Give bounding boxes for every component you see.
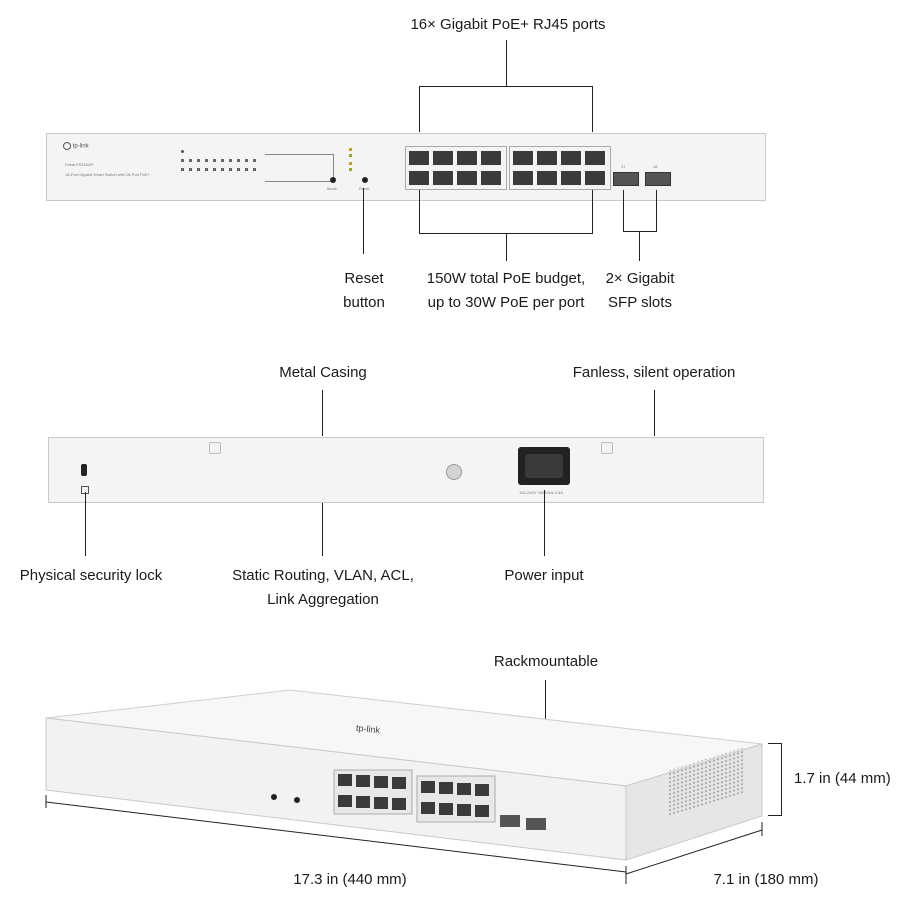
sfp-bracket [623,231,657,232]
rj45-port[interactable] [409,171,429,185]
depth-callout: 7.1 in (180 mm) [713,871,819,888]
fanless-callout: Fanless, silent operation [572,364,736,381]
reset-leader [363,188,364,254]
security-lock-callout: Physical security lock [19,567,163,584]
height-bracket-side [781,743,782,815]
features-callout-line2: Link Aggregation [267,591,379,608]
poe-callout-line1: 150W total PoE budget, [426,270,586,287]
rj45-port[interactable] [481,151,501,165]
rj45-port[interactable] [433,151,453,165]
rackmountable-leader [545,680,546,720]
screw-icon [601,442,613,454]
rj45-port[interactable] [433,171,453,185]
fanless-leader [654,390,655,436]
ground-screw [446,464,462,480]
mode-button[interactable] [330,177,336,183]
features-leader [322,503,323,556]
reset-button[interactable] [362,177,368,183]
vent-grille [668,747,744,817]
rj45-bracket-top [419,86,593,87]
sfp-callout-line1: 2× Gigabit [605,270,675,287]
power-input-callout: Power input [504,567,584,584]
poe-leader [506,233,507,261]
power-rating: 100-240V~50/60Hz 2.5A [519,490,563,495]
height-bracket-top [768,743,782,744]
sfp-number-18: 18 [653,164,658,169]
power-socket[interactable] [518,447,570,485]
sfp-callout-line2: SFP slots [608,294,672,311]
led-panel [181,150,261,180]
rj45-port-block-1 [405,146,507,190]
security-slot[interactable] [81,464,87,476]
sfp-slot-17[interactable] [613,172,639,186]
reset-label: Reset [359,186,370,191]
rj45-port[interactable] [585,171,605,185]
rj45-port[interactable] [537,171,557,185]
reset-callout-line1: Reset [344,270,384,287]
reset-callout-line2: button [343,294,385,311]
lock-leader [85,492,86,556]
mode-label: Mode [327,186,338,191]
width-callout: 17.3 in (440 mm) [293,871,407,888]
rj45-port[interactable] [561,171,581,185]
description-text: 18-Port Gigabit Smart Switch with 16-Por… [65,172,151,177]
rj45-port[interactable] [457,171,477,185]
sfp-slot-18[interactable] [645,172,671,186]
rj45-port[interactable] [481,171,501,185]
rj45-leader-vertical [506,40,507,86]
rj45-ports-callout: 16× Gigabit PoE+ RJ45 ports [410,16,606,33]
angled-front-ports [333,769,546,830]
front-panel: tp-link Festa FS318GP 18-Port Gigabit Sm… [46,133,766,201]
metal-casing-leader [322,390,323,436]
rj45-port[interactable] [409,151,429,165]
rj45-port[interactable] [513,151,533,165]
metal-casing-callout: Metal Casing [279,364,367,381]
rj45-port[interactable] [513,171,533,185]
model-text: Festa FS318GP [65,162,94,167]
rj45-port[interactable] [585,151,605,165]
screw-icon [209,442,221,454]
rj45-port-block-2 [509,146,611,190]
rackmountable-callout: Rackmountable [493,653,599,670]
status-leds [349,148,369,178]
sfp-leader [639,231,640,261]
rj45-port[interactable] [561,151,581,165]
rear-panel: 100-240V~50/60Hz 2.5A [48,437,764,503]
features-callout-line1: Static Routing, VLAN, ACL, [232,567,414,584]
power-leader [544,490,545,556]
mode-bracket [265,154,334,182]
rj45-port[interactable] [457,151,477,165]
poe-callout-line2: up to 30W PoE per port [427,294,585,311]
height-callout: 1.7 in (44 mm) [794,770,891,787]
height-bracket-bottom [768,815,782,816]
rj45-port[interactable] [537,151,557,165]
sfp-number-17: 17 [621,164,626,169]
tp-link-logo: tp-link [63,142,89,150]
